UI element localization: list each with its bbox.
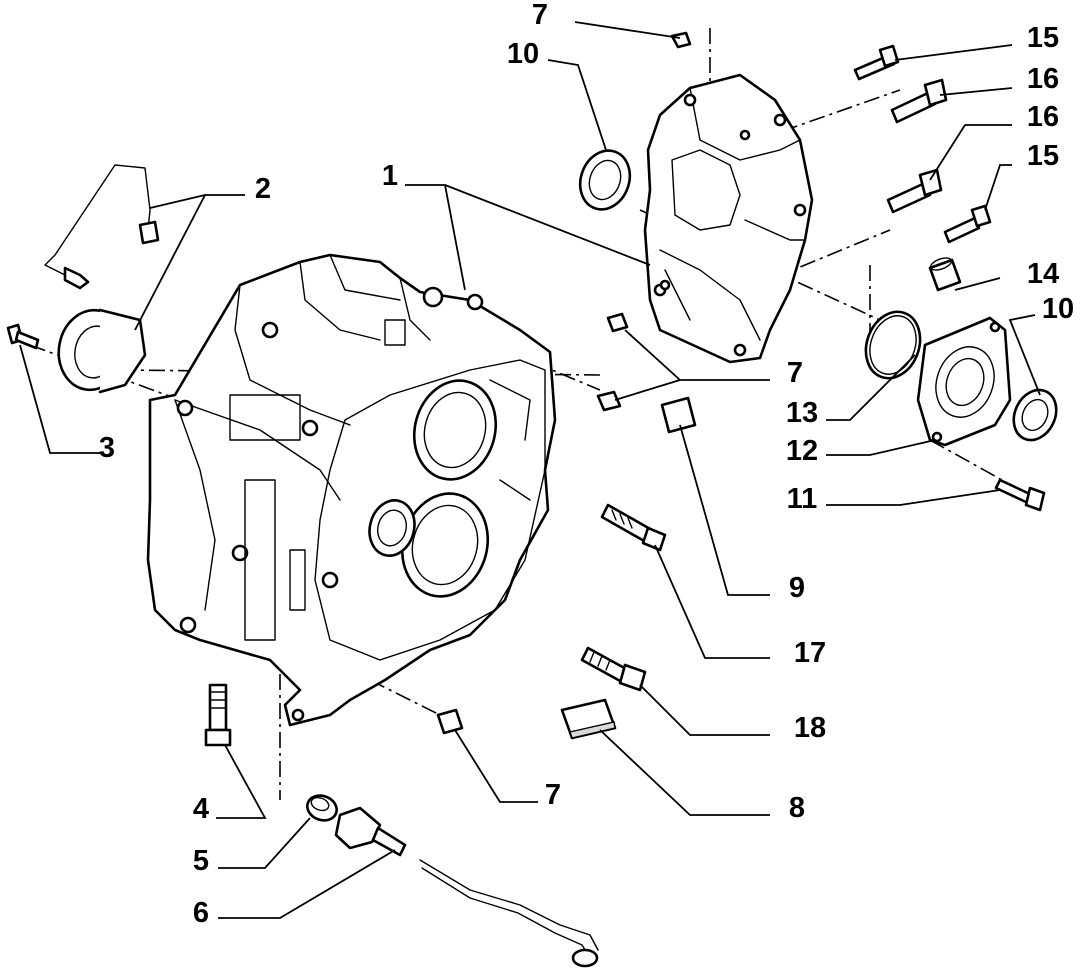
callout-labels: 7 10 15 16 16 15 2 1 14 10 7 3 13 12 11 …: [99, 0, 1074, 929]
plug-7-cover: [606, 312, 629, 333]
rear-cover: [643, 73, 814, 364]
callout-2: 2: [255, 173, 271, 205]
sensor-6: [334, 806, 599, 968]
seal-10-top: [578, 149, 632, 211]
stud-4: [204, 683, 232, 747]
callout-16-mid: 16: [1027, 101, 1059, 133]
gearbox-housing: [146, 253, 557, 727]
callout-1: 1: [382, 160, 398, 192]
seal-10-right: [1012, 388, 1058, 442]
bolt-15-mid: [943, 204, 992, 244]
callout-11: 11: [787, 483, 818, 515]
pad-9: [660, 396, 697, 434]
callout-17: 17: [794, 637, 826, 669]
callout-14: 14: [1027, 258, 1059, 290]
bolt-3: [6, 323, 40, 350]
bolt-18: [580, 646, 647, 692]
callout-5: 5: [193, 845, 209, 877]
callout-3: 3: [99, 432, 115, 464]
callout-9: 9: [789, 572, 805, 604]
callout-16-top: 16: [1027, 63, 1059, 95]
callout-7-top: 7: [532, 0, 548, 31]
plug-14: [928, 257, 962, 292]
callout-7-lower: 7: [545, 779, 561, 811]
callout-10-right: 10: [1042, 293, 1074, 325]
callout-15-top: 15: [1027, 22, 1059, 54]
callout-15-mid: 15: [1027, 140, 1059, 172]
callout-7-cover: 7: [787, 357, 803, 389]
callout-13: 13: [786, 397, 818, 429]
flange-12: [916, 316, 1012, 447]
clutch-slave-cylinder: [44, 164, 160, 394]
leader-lines: [19, 21, 1041, 919]
plug-7-mid: [596, 390, 622, 412]
bolt-11: [994, 478, 1046, 512]
bolt-15-top: [853, 44, 900, 81]
pad-8: [560, 698, 617, 740]
callout-4: 4: [193, 793, 209, 825]
o-ring-13: [864, 310, 922, 380]
bush-5: [306, 794, 338, 822]
stud-17: [600, 503, 667, 552]
callout-18: 18: [794, 712, 826, 744]
plug-7-lower: [436, 708, 464, 735]
callout-10-top: 10: [507, 38, 539, 70]
callout-6: 6: [193, 897, 209, 929]
bolt-16-mid: [886, 168, 943, 214]
callout-8: 8: [789, 792, 805, 824]
bolt-16-top: [890, 78, 948, 124]
plug-7-top: [670, 31, 692, 49]
callout-12: 12: [786, 435, 818, 467]
